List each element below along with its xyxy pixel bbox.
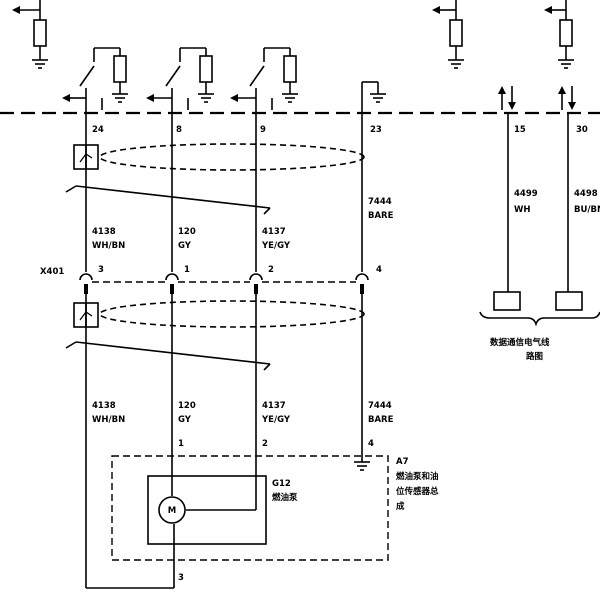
data-arrows-30 — [558, 86, 576, 110]
connector-pin-3: 3 — [98, 265, 104, 275]
data-bus-reference — [479, 291, 600, 327]
module-pin-2: 2 — [262, 439, 268, 449]
pump-id: G12 — [272, 479, 291, 489]
upper-wires — [85, 98, 569, 292]
wire-upper-code-3: 4137 — [262, 227, 286, 237]
pin-label-24: 24 — [92, 125, 104, 135]
wire-data-code-1: 4499 — [514, 189, 538, 199]
pin-label-23: 23 — [370, 125, 382, 135]
wire-data-code-2: 4498 — [574, 189, 598, 199]
switch-block-9 — [230, 47, 298, 110]
switch-block-8 — [146, 47, 214, 110]
switch-block-24 — [62, 47, 128, 110]
module-ground — [354, 461, 370, 471]
pump-g12-box — [147, 475, 267, 545]
lower-shield — [65, 300, 365, 371]
module-name-3: 成 — [396, 501, 405, 512]
module-pin-4: 4 — [368, 439, 374, 449]
top-left-circuit — [12, 0, 48, 69]
motor-icon — [158, 496, 186, 524]
wire-upper-color-2: GY — [178, 241, 192, 251]
connector-pin-1: 1 — [184, 265, 190, 275]
pump-name: 燃油泵 — [272, 492, 298, 503]
connector-name: X401 — [40, 267, 64, 277]
wire-upper-code-1: 4138 — [92, 227, 116, 237]
data-arrows-15 — [498, 86, 516, 110]
top-right-circuit-2 — [544, 0, 574, 69]
wire-lower-color-2: GY — [178, 415, 192, 425]
module-a7-boundary — [111, 455, 389, 561]
connector-x401 — [79, 273, 369, 294]
connector-pin-2: 2 — [268, 265, 274, 275]
ground-23 — [361, 81, 386, 112]
wire-lower-code-4: 7444 — [368, 401, 392, 411]
wire-lower-color-4: BARE — [368, 415, 394, 425]
module-pin-3: 3 — [178, 573, 184, 583]
pin-label-30: 30 — [576, 125, 588, 135]
module-id: A7 — [396, 457, 409, 467]
data-bus-label-2: 路图 — [526, 351, 543, 362]
pin-label-9: 9 — [260, 125, 266, 135]
wire-lower-color-3: YE/GY — [261, 415, 291, 425]
module-name-1: 燃油泵和油 — [396, 471, 439, 482]
pin-label-15: 15 — [514, 125, 526, 135]
wire-upper-code-2: 120 — [178, 227, 196, 237]
wire-upper-color-3: YE/GY — [261, 241, 291, 251]
connector-pin-4: 4 — [376, 265, 382, 275]
pin-label-8: 8 — [176, 125, 182, 135]
data-bus-label-1: 数据通信电气线 — [490, 337, 550, 348]
wire-data-color-1: WH — [514, 205, 531, 215]
upper-shield — [65, 143, 365, 215]
wire-lower-code-3: 4137 — [262, 401, 286, 411]
motor-symbol: M — [168, 506, 176, 516]
wire-lower-color-1: WH/BN — [92, 415, 125, 425]
wire-upper-color-1: WH/BN — [92, 241, 125, 251]
wire-upper-color-4: BARE — [368, 211, 394, 221]
wire-upper-code-4: 7444 — [368, 197, 392, 207]
top-right-circuit-1 — [432, 0, 464, 69]
wire-lower-code-2: 120 — [178, 401, 196, 411]
module-name-2: 位传感器总 — [396, 486, 439, 497]
wire-lower-code-1: 4138 — [92, 401, 116, 411]
module-pin-1: 1 — [178, 439, 184, 449]
wire-data-color-2: BU/BN — [574, 205, 600, 215]
